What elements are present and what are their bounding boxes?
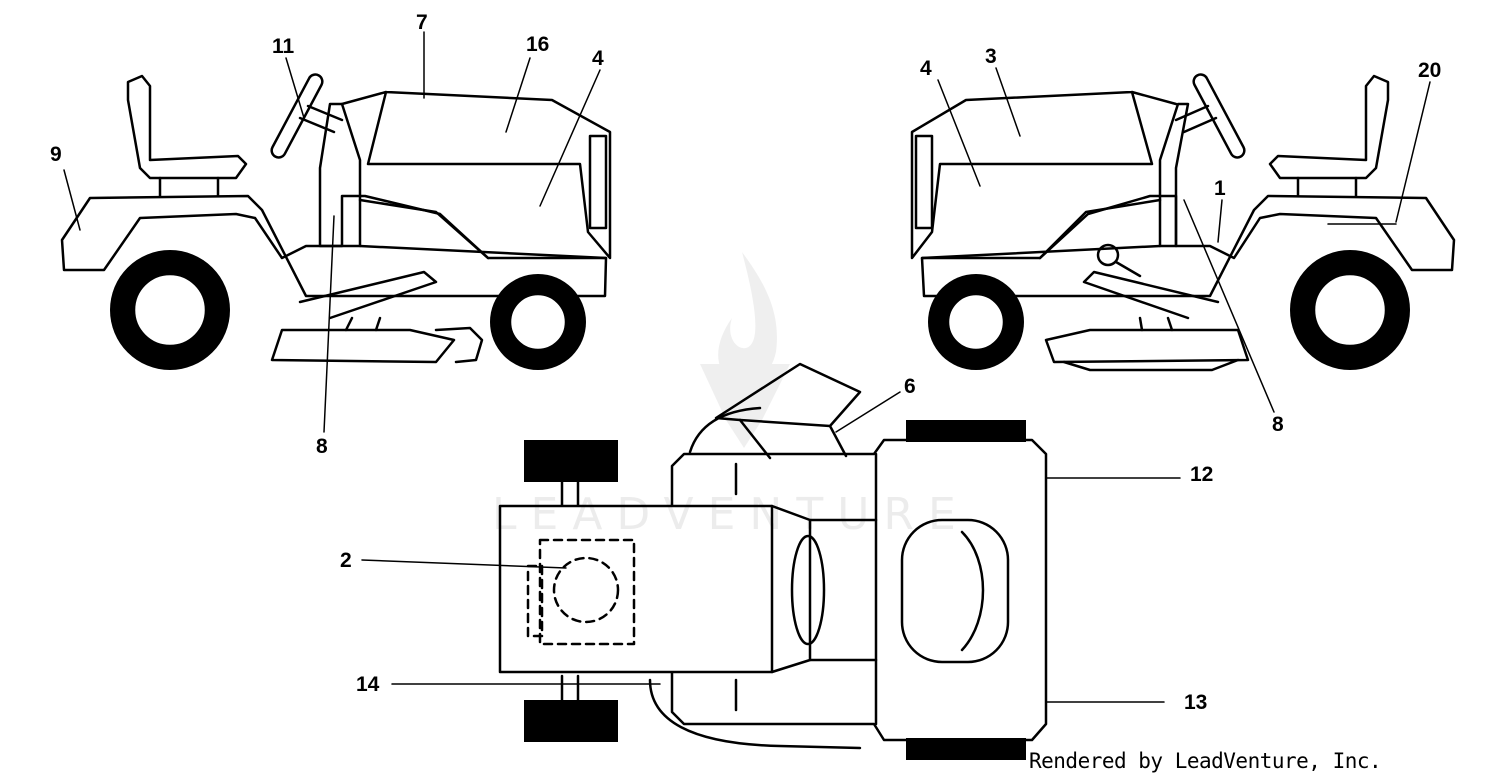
mower-deck-right [1044,328,1250,364]
leader-8-right [1183,199,1275,413]
rear-axle-bottom [560,674,580,702]
hood [340,90,612,260]
flame-logo-icon [700,252,790,448]
credit-text: Rendered by LeadVenture, Inc. [1029,749,1382,773]
seat-back [770,504,812,674]
deck-skirt-right [1062,358,1240,372]
rear-tire-bottom [524,700,618,742]
steering-column-right [1174,104,1218,134]
dash-tower-right [1158,102,1190,248]
leader-1 [1217,199,1223,243]
front-wheel-hub [508,292,568,352]
seat-post-right [1296,176,1358,198]
hood-top [900,518,1010,664]
fuel-cap [552,556,620,624]
leader-11 [285,57,305,119]
body-outline [670,438,1048,742]
discharge-chute-top [714,362,862,428]
leader-20 [1327,81,1431,225]
fuel-tank-outline [538,538,636,646]
leader-9 [63,169,81,231]
callout-left-7: 7 [416,11,428,34]
chute-base [738,418,848,460]
front-tire-top [906,420,1026,442]
shift-lever [1114,260,1142,278]
chassis [358,244,608,260]
front-tire-bottom [906,738,1026,760]
pedal-right [1082,270,1220,320]
steering-wheel-right [1192,73,1246,159]
rear-wheel-hub-right [1312,272,1388,348]
callout-left-4: 4 [592,47,604,70]
callout-right-1: 1 [1214,177,1226,200]
callout-top-13: 13 [1184,691,1208,714]
seat [126,74,248,180]
dash-tower [318,102,362,248]
callout-right-20: 20 [1418,59,1442,82]
hood-side-right [1038,198,1162,260]
fuel-tank-inner [526,564,544,638]
watermark-text: LEADVENTURE [492,489,970,540]
leader-3 [995,67,1021,137]
discharge-chute [434,326,484,364]
mower-deck [270,328,456,364]
leader-6 [835,391,901,433]
callout-right-4: 4 [920,57,932,80]
callout-left-8: 8 [316,435,328,458]
deck-hanger-right [1138,316,1174,332]
callout-left-11: 11 [272,35,295,58]
grille [588,134,608,230]
rear-fender-right [920,194,1456,298]
callout-top-2: 2 [340,549,352,572]
rear-wheel-hub [132,272,208,348]
steering-wheel-top [790,534,826,646]
top-view [361,362,1181,760]
rear-fender [60,194,608,298]
deck-hanger [344,316,382,332]
rear-tire-top [524,440,618,482]
steering-column [298,104,344,134]
callout-left-16: 16 [526,33,550,56]
callout-right-8: 8 [1272,413,1284,436]
front-wheel-hub-right [946,292,1006,352]
deck-outline-bottom [648,678,862,750]
grille-right [914,134,934,230]
dash-top-view [808,518,878,662]
leader-4-left [539,69,601,207]
callout-top-14: 14 [356,673,380,696]
leader-16 [505,57,531,133]
leader-2 [361,559,567,569]
pedal [298,270,438,320]
seat-right [1268,74,1390,180]
right-side-view [910,67,1456,413]
hood-right [910,90,1178,260]
callout-right-3: 3 [985,45,997,68]
shift-knob [1096,243,1120,267]
chassis-right [920,244,1162,260]
leader-8-left [323,215,335,433]
leader-4-right [937,79,981,187]
callout-top-12: 12 [1190,463,1214,486]
callout-top-6: 6 [904,375,916,398]
hood-bulge [960,530,985,652]
seat-post [158,176,220,198]
steering-wheel [270,73,324,159]
hood-side [358,198,490,260]
left-side-view [60,31,612,433]
callout-left-9: 9 [50,143,62,166]
rear-axle-top [560,480,580,508]
